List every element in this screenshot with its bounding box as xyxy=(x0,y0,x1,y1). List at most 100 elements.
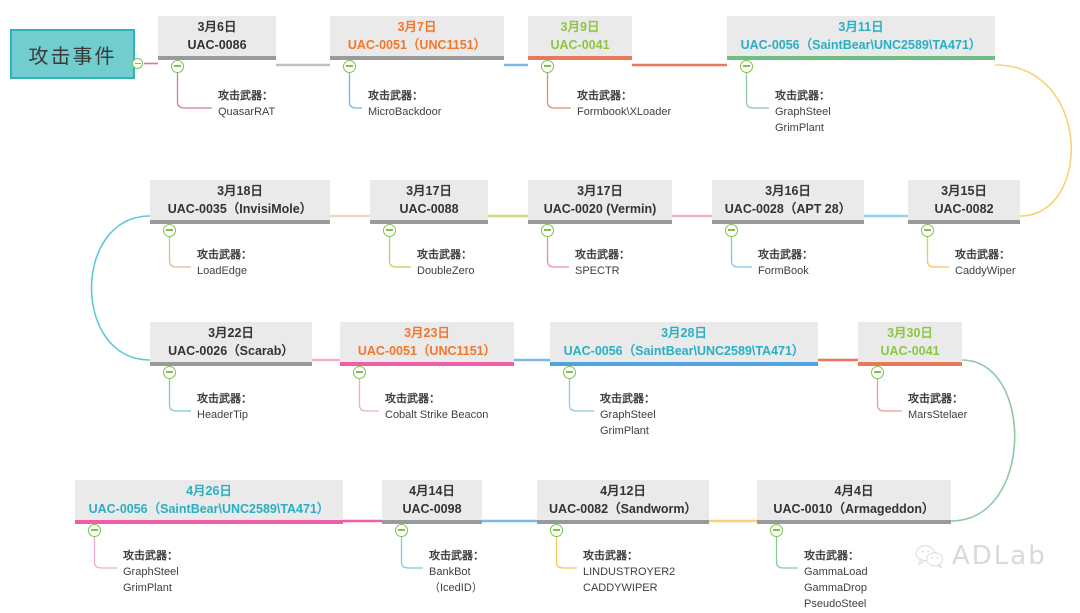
weapon-item: LoadEdge xyxy=(197,264,248,277)
event-date: 3月11日 xyxy=(838,19,884,34)
weapon-label-uac-0035: 攻击武器： LoadEdge xyxy=(197,248,252,280)
event-actor: UAC-0020 (Vermin) xyxy=(543,202,657,216)
event-underline-uac-0056-0426 xyxy=(75,520,343,524)
weapon-label-uac-0051-0323: 攻击武器：Cobalt Strike Beacon xyxy=(385,392,488,424)
collapse-icon-uac-0010[interactable] xyxy=(770,524,783,537)
wechat-icon xyxy=(915,544,945,570)
weapon-title: 攻击武器： xyxy=(758,249,813,261)
weapon-title: 攻击武器： xyxy=(123,550,178,562)
event-actor: UAC-0051（UNC1151） xyxy=(357,344,497,358)
weapon-item: QuasarRAT xyxy=(218,105,276,118)
weapon-label-uac-0088: 攻击武器：DoubleZero xyxy=(417,248,474,280)
collapse-icon-uac-0041[interactable] xyxy=(541,60,554,73)
event-box-uac-0056-0311[interactable]: 3月11日 UAC-0056（SaintBear\UNC2589\TA471） xyxy=(727,16,995,56)
event-underline-uac-0082-0412 xyxy=(537,520,709,524)
collapse-icon-uac-0082-0412[interactable] xyxy=(550,524,563,537)
event-date: 3月18日 xyxy=(217,183,263,198)
event-underline-uac-0051-unc1151 xyxy=(330,56,504,60)
weapon-title: 攻击武器： xyxy=(197,393,252,405)
root-collapse-icon[interactable] xyxy=(132,58,143,69)
weapon-label-uac-0082-0315: 攻击武器：CaddyWiper xyxy=(955,248,1016,280)
event-date: 4月4日 xyxy=(834,483,874,498)
weapon-item: GrimPlant xyxy=(123,581,172,594)
event-actor: UAC-0056（SaintBear\UNC2589\TA471） xyxy=(563,344,805,358)
weapon-title: 攻击武器： xyxy=(197,249,252,261)
event-underline-uac-0098 xyxy=(382,520,482,524)
weapon-title: 攻击武器： xyxy=(385,393,440,405)
weapon-item: Formbook\XLoader xyxy=(577,105,672,118)
event-actor: UAC-0088 xyxy=(399,202,459,216)
collapse-icon-uac-0028[interactable] xyxy=(725,224,738,237)
weapon-label-uac-0041-0330: 攻击武器：MarsStelaer xyxy=(908,392,967,424)
event-date: 4月14日 xyxy=(409,483,455,498)
weapon-item: PseudoSteel xyxy=(804,597,867,610)
collapse-icon-uac-0056-0426[interactable] xyxy=(88,524,101,537)
event-box-uac-0010[interactable]: 4月4日 UAC-0010（Armageddon） xyxy=(757,480,951,520)
collapse-icon-uac-0098[interactable] xyxy=(395,524,408,537)
root-node[interactable]: 攻击事件 xyxy=(10,29,135,79)
event-box-uac-0098[interactable]: 4月14日 UAC-0098 xyxy=(382,480,482,520)
event-box-uac-0082-0315[interactable]: 3月15日 UAC-0082 xyxy=(908,180,1020,220)
event-actor: UAC-0082 xyxy=(934,202,994,216)
event-box-uac-0056-0426[interactable]: 4月26日 UAC-0056（SaintBear\UNC2589\TA471） xyxy=(75,480,343,520)
event-underline-uac-0082-0315 xyxy=(908,220,1020,224)
collapse-icon-uac-0088[interactable] xyxy=(383,224,396,237)
event-date: 3月22日 xyxy=(208,325,254,340)
collapse-icon-uac-0051-0323[interactable] xyxy=(353,366,366,379)
event-actor: UAC-0056（SaintBear\UNC2589\TA471） xyxy=(740,38,982,52)
collapse-icon-uac-0035[interactable] xyxy=(163,224,176,237)
event-actor: UAC-0026（Scarab） xyxy=(168,344,294,358)
weapon-title: 攻击武器： xyxy=(600,393,655,405)
event-underline-uac-0056-0311 xyxy=(727,56,995,60)
weapon-label-uac-0086: 攻击武器：QuasarRAT xyxy=(218,89,275,121)
watermark-text: ADLab xyxy=(952,541,1047,571)
event-actor: UAC-0086 xyxy=(187,38,247,52)
root-node-label: 攻击事件 xyxy=(28,45,117,68)
weapon-item: MarsStelaer xyxy=(908,408,968,421)
weapon-label-uac-0041: 攻击武器：Formbook\XLoader xyxy=(577,89,671,121)
event-date: 4月12日 xyxy=(600,483,646,498)
event-box-uac-0051-0323[interactable]: 3月23日 UAC-0051（UNC1151） xyxy=(340,322,514,362)
event-date: 3月28日 xyxy=(661,325,707,340)
event-actor: UAC-0056（SaintBear\UNC2589\TA471） xyxy=(88,502,330,516)
event-date: 3月30日 xyxy=(887,325,933,340)
collapse-icon-uac-0051-unc1151[interactable] xyxy=(343,60,356,73)
event-actor: UAC-0098 xyxy=(402,502,462,516)
event-date: 3月9日 xyxy=(560,19,600,34)
event-date: 3月7日 xyxy=(397,19,437,34)
collapse-icon-uac-0056-0311[interactable] xyxy=(740,60,753,73)
weapon-item: BankBot xyxy=(429,565,471,578)
event-box-uac-0082-0412[interactable]: 4月12日 UAC-0082（Sandworm） xyxy=(537,480,709,520)
event-date: 3月15日 xyxy=(941,183,987,198)
event-underline-uac-0088 xyxy=(370,220,488,224)
event-date: 4月26日 xyxy=(186,483,232,498)
event-date: 3月23日 xyxy=(404,325,450,340)
weapon-item: SPECTR xyxy=(575,264,620,277)
collapse-icon-uac-0082-0315[interactable] xyxy=(921,224,934,237)
event-actor: UAC-0010（Armageddon） xyxy=(773,502,935,516)
collapse-icon-uac-0020[interactable] xyxy=(541,224,554,237)
collapse-icon-uac-0086[interactable] xyxy=(171,60,184,73)
weapon-label-uac-0098: 攻击武器：BankBot（IcedID） xyxy=(429,549,484,597)
weapon-item: MicroBackdoor xyxy=(368,105,442,118)
event-box-uac-0026[interactable]: 3月22日 UAC-0026（Scarab） xyxy=(150,322,312,362)
weapon-item: GrimPlant xyxy=(600,424,649,437)
collapse-icon-uac-0026[interactable] xyxy=(163,366,176,379)
event-actor: UAC-0028（APT 28） xyxy=(724,202,852,216)
collapse-icon-uac-0041-0330[interactable] xyxy=(871,366,884,379)
weapon-title: 攻击武器： xyxy=(955,249,1010,261)
collapse-icon-uac-0056-0328[interactable] xyxy=(563,366,576,379)
event-box-uac-0056-0328[interactable]: 3月28日 UAC-0056（SaintBear\UNC2589\TA471） xyxy=(550,322,818,362)
event-actor: UAC-0082（Sandworm） xyxy=(549,502,697,516)
weapon-item: GraphSteel xyxy=(775,105,831,118)
